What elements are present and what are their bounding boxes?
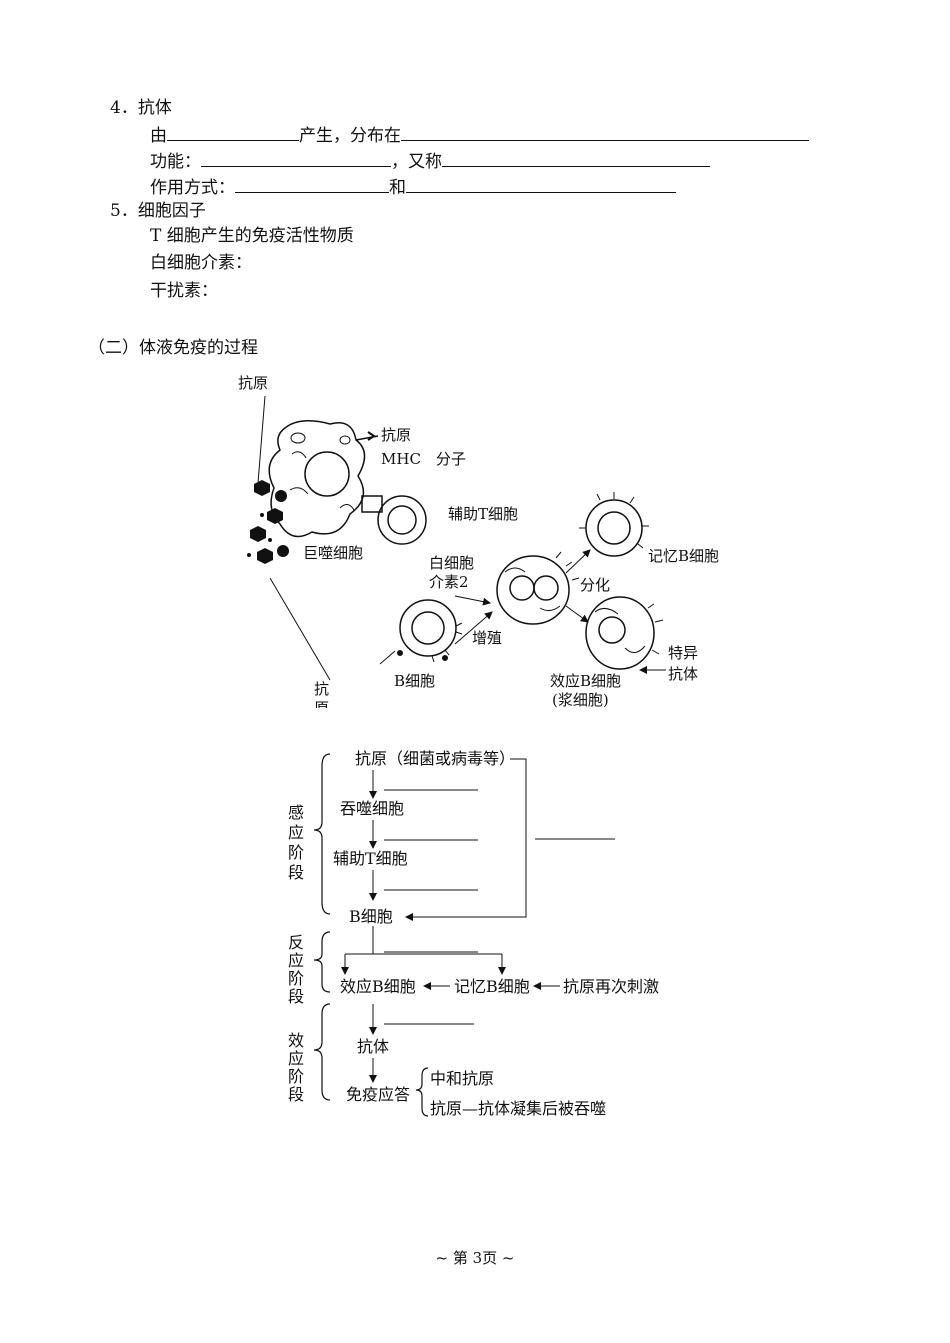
humoral-heading: （二）体液免疫的过程	[88, 338, 258, 358]
section4-line2: 功能：，又称	[150, 150, 710, 173]
stage-sense-4: 段	[288, 863, 304, 882]
fig-helper-t: 辅助T细胞	[448, 505, 518, 523]
memory-b-cell	[579, 492, 649, 557]
dividing-cell	[496, 551, 580, 625]
fig-specific-1: 特异	[668, 644, 698, 662]
stage-react-4: 段	[288, 987, 304, 1006]
flow-immune-response: 免疫应答	[346, 1085, 410, 1104]
blank[interactable]	[201, 150, 391, 167]
flow-phagocyte: 吞噬细胞	[340, 799, 404, 818]
section5-line2: 白细胞介素：	[150, 253, 252, 273]
stage-react-1: 反	[288, 933, 304, 952]
helper-t-cell	[361, 495, 427, 545]
flow-restimulate: 抗原再次刺激	[563, 977, 659, 996]
stage-effect-3: 阶	[288, 1067, 304, 1086]
stage-effect-4: 段	[288, 1085, 304, 1104]
flow-chart: 感 应 阶 段 反 应 阶 段 效 应 阶 段 抗原（细菌或病毒等） 吞噬细胞 …	[288, 749, 659, 1118]
flow-antibody: 抗体	[357, 1037, 389, 1056]
flow-effector-b: 效应B细胞	[340, 977, 416, 996]
fig-antigen-top: 抗原	[238, 374, 268, 392]
fig-macrophage: 巨噬细胞	[303, 544, 363, 562]
antigen-particles	[247, 480, 289, 564]
section5-line3: 干扰素：	[150, 281, 218, 301]
blank[interactable]	[235, 176, 389, 193]
flow-antigen: 抗原（细菌或病毒等）	[355, 749, 515, 768]
page-footer: ~ 第 3页 ~	[435, 1249, 515, 1267]
fig-effector-b: 效应B细胞	[550, 672, 621, 690]
macrophage-cell	[268, 420, 366, 538]
fig-specific-2: 抗体	[668, 665, 698, 683]
fig-interleukin-1: 白细胞	[429, 554, 474, 572]
fig-differentiation: 分化	[580, 576, 610, 594]
brace-react	[313, 931, 331, 993]
section5-line1: T 细胞产生的免疫活性物质	[150, 226, 354, 246]
b-cell	[397, 599, 463, 663]
brace-effect	[313, 1003, 331, 1101]
fig-interleukin-2: 介素2	[429, 573, 469, 591]
section5-heading: 5．细胞因子	[110, 201, 206, 221]
section4-heading: 4．抗体	[110, 98, 172, 118]
flow-outcome-2: 抗原—抗体凝集后被吞噬	[430, 1099, 606, 1118]
blank[interactable]	[167, 124, 299, 141]
stage-react-3: 阶	[288, 969, 304, 988]
section4-line1: 由产生，分布在	[150, 124, 809, 147]
blank[interactable]	[442, 150, 710, 167]
fig-plasma-cell: (浆细胞)	[552, 691, 609, 708]
brace-sense	[313, 753, 331, 915]
fig-memory-b: 记忆B细胞	[648, 547, 719, 565]
blank[interactable]	[401, 124, 809, 141]
fig-mhc: MHC 分子	[381, 450, 466, 468]
fig-antigen-bottom-2: 原	[314, 699, 329, 708]
stage-effect-1: 效	[288, 1031, 304, 1050]
blank[interactable]	[406, 176, 676, 193]
brace-outcome	[415, 1067, 429, 1117]
flow-outcome-1: 中和抗原	[430, 1069, 494, 1088]
stage-effect-2: 应	[288, 1049, 304, 1068]
fig-b-cell: B细胞	[394, 672, 435, 690]
humoral-figure: 抗原 抗原 MHC 分子 巨噬细胞 辅助T细胞 白细胞 介素2 增殖 分化 记忆…	[238, 374, 719, 708]
fig-proliferation: 增殖	[472, 629, 502, 647]
stage-sense-1: 感	[288, 803, 304, 822]
effector-b-cell	[585, 596, 664, 670]
stage-sense-2: 应	[288, 823, 304, 842]
fig-antigen-right: 抗原	[381, 426, 411, 444]
flow-memory-b: 记忆B细胞	[454, 977, 530, 996]
stage-react-2: 应	[288, 951, 304, 970]
stage-sense-3: 阶	[288, 843, 304, 862]
section4-line3: 作用方式：和	[150, 176, 676, 199]
flow-helper-t: 辅助T细胞	[333, 849, 408, 868]
fig-antigen-bottom-1: 抗	[314, 680, 329, 698]
flow-b-cell: B细胞	[349, 907, 393, 926]
